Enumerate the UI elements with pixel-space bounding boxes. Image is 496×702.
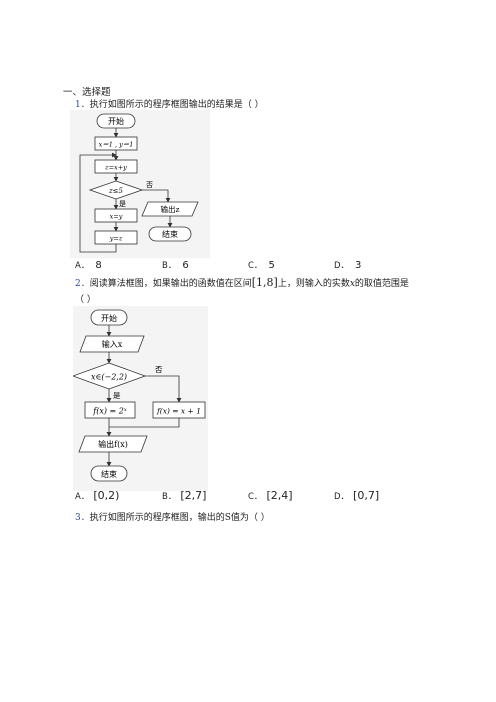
flow-no-label: 否 <box>155 365 163 374</box>
question-2: 2．阅读算法框图，如果输出的函数值在区间[1,8]上，则输入的实数x的取值范围是 <box>75 276 409 289</box>
flow-output-label: 输出f(x) <box>98 439 128 449</box>
q2-option-d[interactable]: D．[0,7] <box>334 489 379 502</box>
option-value: 5 <box>268 260 275 271</box>
q2-option-a[interactable]: A．[0,2) <box>75 489 119 502</box>
option-label: D． <box>334 261 350 271</box>
flow-decision-label: z≤5 <box>108 187 124 195</box>
q1-option-a[interactable]: A． 8 <box>75 259 102 271</box>
question-2-paren: （ ） <box>75 295 96 305</box>
flow-decision-label: x∈(−2,2) <box>91 373 127 382</box>
flow-assign-y-label: y=z <box>109 235 123 243</box>
flow-left-box <box>84 401 136 419</box>
option-label: C． <box>248 492 263 502</box>
question-text: 执行如图所示的程序框图，输出的S值为（ ） <box>89 513 270 523</box>
flow-init-label: x＝1 , y＝1 <box>99 141 134 149</box>
option-label: A． <box>75 261 90 271</box>
option-value: [2,7] <box>180 489 207 502</box>
option-label: D． <box>334 492 350 502</box>
flow-input-label: 输入x <box>102 339 123 349</box>
variable: x <box>349 279 355 289</box>
q1-option-b[interactable]: B． 6 <box>162 259 189 271</box>
flow-assign-x-label: x=y <box>110 213 123 221</box>
option-label: A． <box>75 492 90 502</box>
flow-end <box>90 465 128 482</box>
option-value: 3 <box>355 260 362 271</box>
flow-assign-z-label: z=x+y <box>104 164 127 172</box>
question-text: 执行如图所示的程序框图输出的结果是（ ） <box>89 100 264 110</box>
flow-left-box-label: f(x) = 2ˣ <box>92 407 127 416</box>
question-text-2: 上，则输入的实数 <box>277 279 350 289</box>
flow-output <box>141 201 199 217</box>
flow-end-label: 结束 <box>162 229 178 239</box>
option-value: [2,4] <box>266 489 293 502</box>
question-text-3: 的取值范围是 <box>354 279 409 289</box>
flow-output-label: 输出z <box>161 204 180 214</box>
flow-output <box>78 435 148 453</box>
flow-input <box>79 335 145 353</box>
flow-end <box>148 226 192 242</box>
option-label: B． <box>162 261 177 271</box>
option-label: B． <box>162 492 177 502</box>
q1-option-d[interactable]: D． 3 <box>334 259 361 271</box>
flow-yes-label: 是 <box>119 200 126 208</box>
question-1: 1．执行如图所示的程序框图输出的结果是（ ） <box>75 97 264 110</box>
interval: [1,8] <box>251 276 278 289</box>
flow-start-label: 开始 <box>108 116 124 126</box>
question-number: 3． <box>75 513 90 523</box>
option-value: [0,2) <box>93 489 120 502</box>
question-number: 2． <box>75 279 90 289</box>
question-3: 3．执行如图所示的程序框图，输出的S值为（ ） <box>75 510 270 523</box>
section-title: 一、选择题 <box>63 87 111 98</box>
option-label: C． <box>248 261 263 271</box>
flowchart-1: 开始 x＝1 , y＝1 z=x+y z≤5 否 输出z 结束 是 x=y y=… <box>70 110 210 258</box>
q2-option-c[interactable]: C．[2,4] <box>248 489 293 502</box>
flow-right-box-label: f(x) = x + 1 <box>156 407 201 416</box>
q2-option-b[interactable]: B．[2,7] <box>162 489 206 502</box>
flow-start-label: 开始 <box>101 313 117 323</box>
question-text: 阅读算法框图，如果输出的函数值在区间 <box>89 279 252 289</box>
option-value: 8 <box>95 260 102 271</box>
option-value: 6 <box>182 260 189 271</box>
flow-yes-label: 是 <box>113 391 121 400</box>
flowchart-2: 开始 输入x x∈(−2,2) 否 是 f(x) = 2ˣ f(x) = x +… <box>73 306 208 491</box>
option-value: [0,7] <box>353 489 380 502</box>
question-number: 1． <box>75 100 90 110</box>
q1-option-c[interactable]: C． 5 <box>248 259 275 271</box>
flow-no-label: 否 <box>146 181 153 189</box>
flow-end-label: 结束 <box>101 469 117 479</box>
